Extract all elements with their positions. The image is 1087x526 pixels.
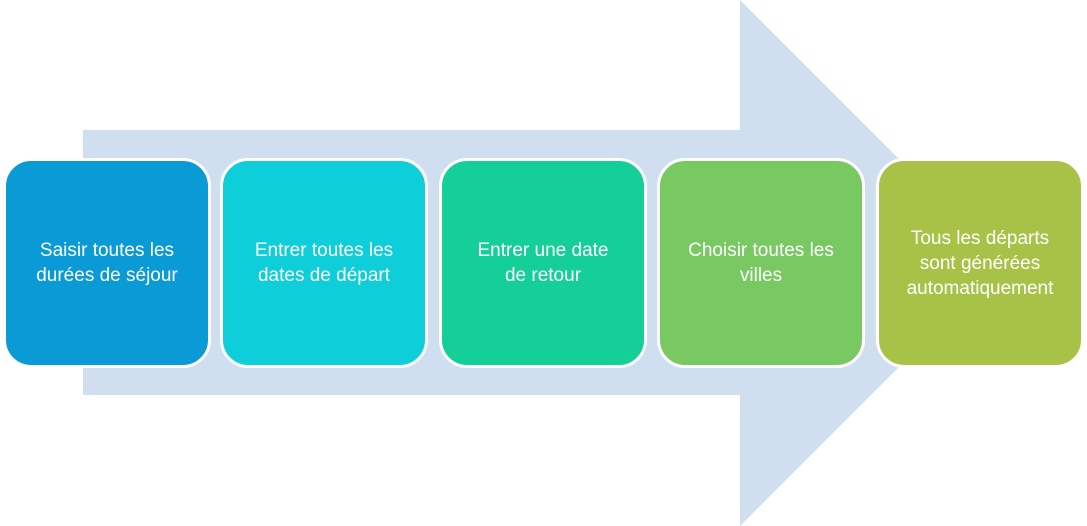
- step-5-label: Tous les départs sont générées automatiq…: [906, 227, 1054, 299]
- step-4-box: Choisir toutes les villes: [657, 158, 865, 368]
- step-3-box: Entrer une date de retour: [439, 158, 647, 368]
- step-1-label: Saisir toutes les durées de séjour: [36, 240, 178, 286]
- step-2-label: Entrer toutes les dates de départ: [254, 240, 394, 286]
- step-4-label: Choisir toutes les villes: [688, 240, 834, 286]
- step-1-box: Saisir toutes les durées de séjour: [3, 158, 211, 368]
- step-5-box: Tous les départs sont générées automatiq…: [876, 158, 1084, 368]
- step-3-label: Entrer une date de retour: [477, 240, 609, 286]
- step-2-box: Entrer toutes les dates de départ: [220, 158, 428, 368]
